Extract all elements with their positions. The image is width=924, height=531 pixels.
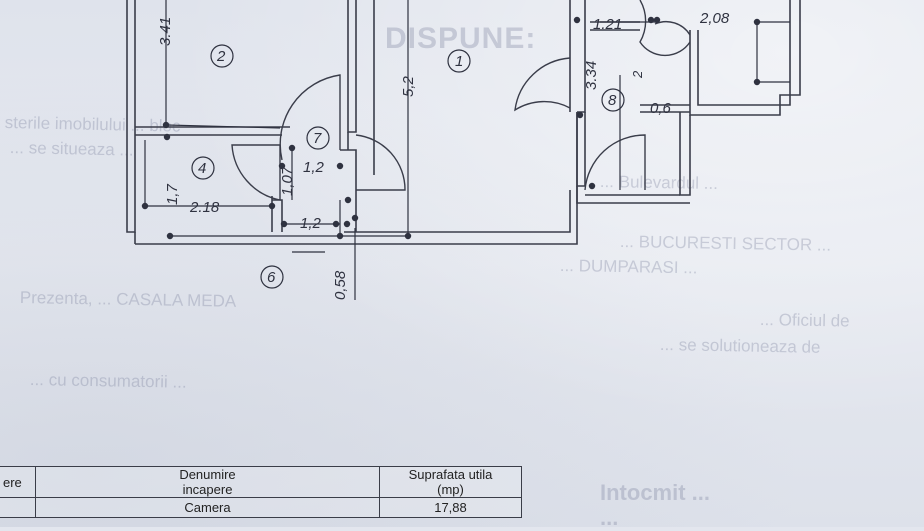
door-arc-room1 [355,134,406,191]
dim-room4-height: 1,7 [164,183,181,205]
header-name: Denumire incapere [35,466,380,498]
room-number-6: 6 [267,269,276,286]
dim-room8-2: 2 [630,70,645,79]
room-number-7: 7 [313,130,322,147]
dim-corridor7-width: 1,2 [303,159,325,176]
dim-room2-height: 3.41 [157,17,174,46]
room-number-4: 4 [198,160,206,177]
header-area-line2: (mp) [437,482,464,497]
room-number-2: 2 [216,48,226,65]
dim-room8-height: 3.34 [583,61,600,90]
ghost-signature-title: Intocmit ... [600,480,710,505]
room-number-8: 8 [608,92,617,109]
dim-bottom-058: 0,58 [332,270,349,300]
door-arc-room8-bottom [584,134,646,191]
dim-corridor7-height: 1,07 [279,166,296,196]
wall-left-outer [126,0,136,233]
dim-room1-height: 5,2 [400,75,417,97]
ghost-signature-name: ... [600,505,619,530]
door-arc-room4 [231,144,281,201]
area-table-header: ere Denumire incapere Suprafata utila (m… [0,466,522,498]
dim-room8-06: 0,6 [650,100,672,117]
header-area: Suprafata utila (mp) [379,466,522,498]
table-row: Camera 17,88 [0,497,522,518]
dim-bath-width: 2,08 [699,10,730,27]
row-col0 [0,497,36,518]
door-arc-room2 [279,74,341,161]
dim-bottom-width: 1,2 [300,215,322,232]
row-area: 17,88 [379,497,522,518]
door-arc-bath [639,0,691,57]
dim-room4-width: 2.18 [189,199,220,216]
header-name-line1: Denumire [179,467,236,482]
header-name-line2: incapere [182,482,233,497]
header-area-line1: Suprafata utila [408,467,493,482]
row-name: Camera [35,497,380,518]
header-col0: ere [0,466,36,498]
wall-bottom-inner [344,190,571,233]
door-arc-room8-top [514,57,571,112]
dim-hall-width: 1.21 [593,16,622,33]
area-table: ere Denumire incapere Suprafata utila (m… [0,466,522,518]
room-number-1: 1 [455,53,463,70]
wall-room2-right [347,0,357,133]
